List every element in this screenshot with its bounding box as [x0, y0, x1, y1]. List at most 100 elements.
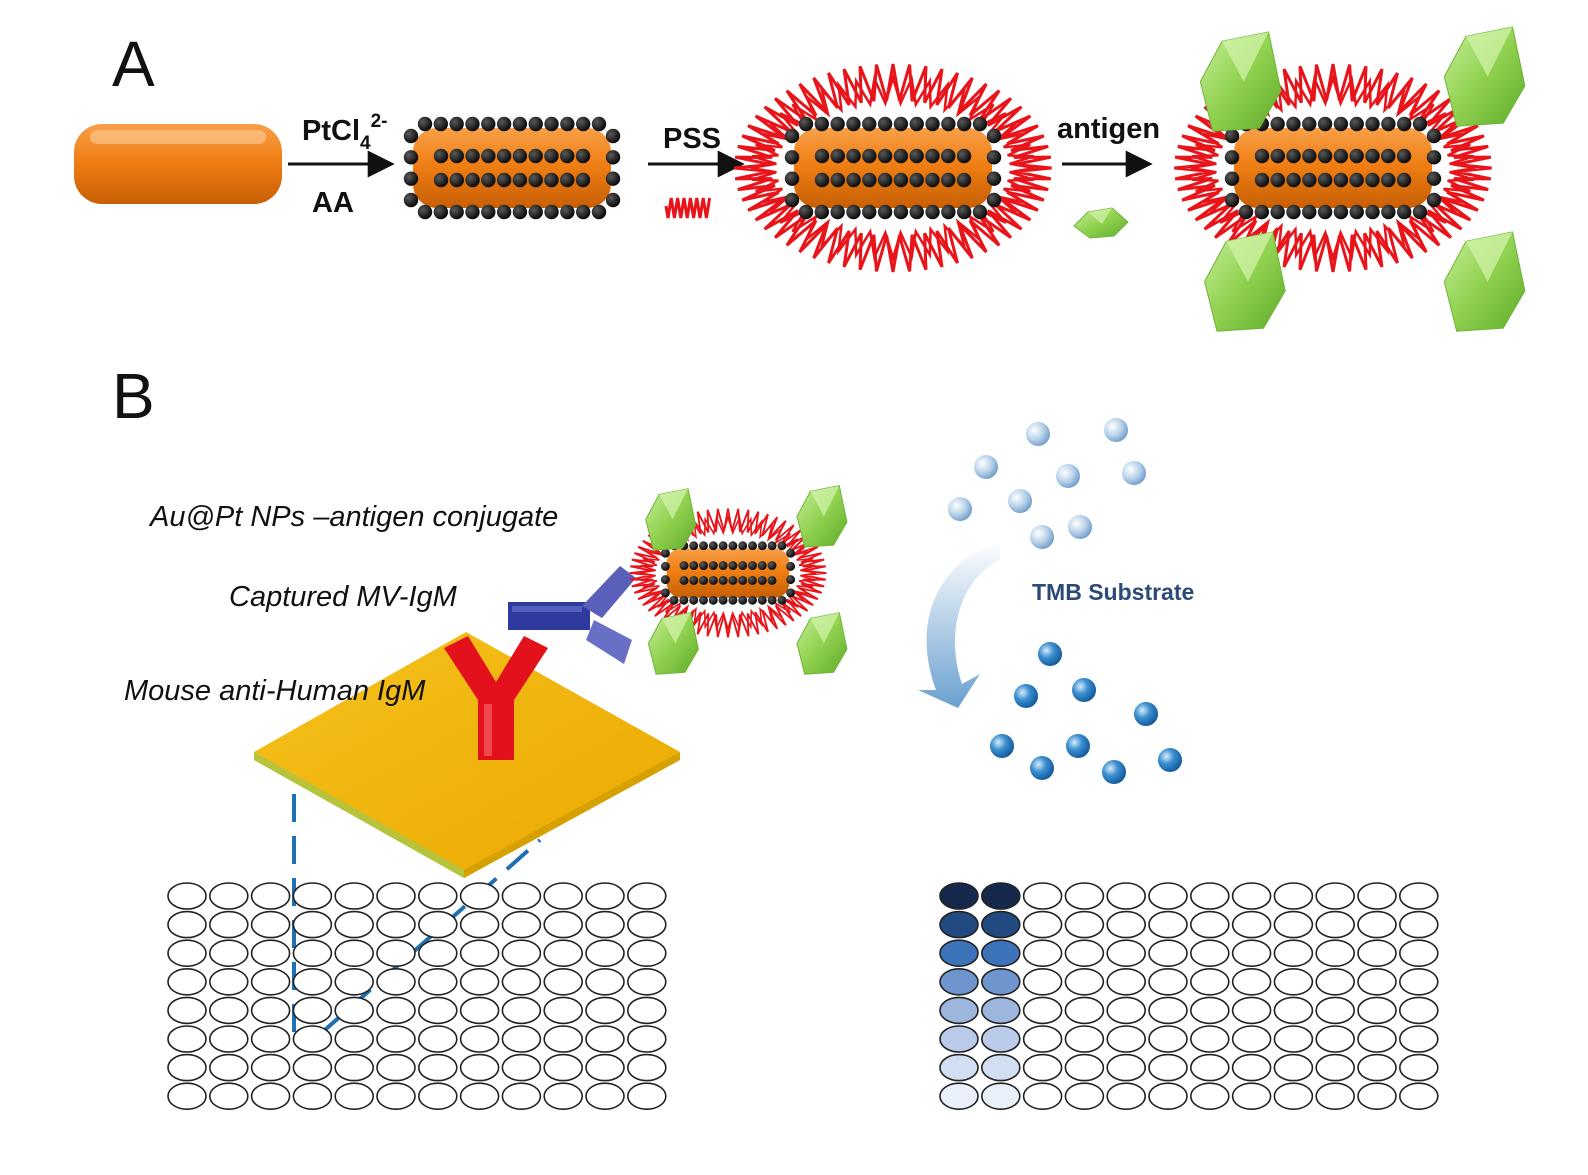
well	[1022, 939, 1063, 968]
well	[1190, 882, 1230, 910]
pt-particle	[544, 116, 559, 132]
pss-layer	[629, 508, 827, 638]
substrate-particle	[1026, 422, 1050, 446]
well	[501, 1025, 542, 1053]
pt-particle	[925, 148, 940, 164]
well	[1273, 939, 1314, 968]
well	[1148, 1025, 1188, 1053]
pt-particle	[846, 172, 861, 188]
pt-particle	[830, 172, 845, 188]
pt-particle	[1270, 204, 1285, 220]
well	[250, 1053, 291, 1082]
pt-particle	[757, 575, 767, 585]
well	[376, 882, 416, 910]
pt-particle	[1426, 192, 1442, 208]
well	[1357, 882, 1397, 910]
well	[459, 939, 500, 968]
pt-particle	[660, 575, 670, 585]
pt-particle	[956, 172, 972, 188]
well	[939, 1082, 979, 1110]
oxidized-particle	[1066, 734, 1090, 758]
well	[1399, 1025, 1439, 1053]
capture-antibody	[444, 636, 548, 760]
well	[1231, 910, 1272, 939]
pt-particle	[728, 541, 738, 551]
pt-particle	[1349, 148, 1364, 164]
pt-particle	[877, 148, 893, 164]
well	[626, 967, 667, 996]
pt-particle	[1396, 116, 1412, 132]
pt-particle	[660, 548, 670, 558]
pt-particle	[1426, 171, 1442, 186]
coated-surface	[254, 632, 680, 878]
pt-particle	[575, 204, 591, 220]
pt-particle	[1317, 148, 1333, 164]
pt-particle	[605, 192, 621, 208]
pt-particle	[893, 148, 909, 164]
pt-particle	[1254, 204, 1270, 220]
pt-particle	[925, 204, 940, 220]
pt-particle	[433, 116, 449, 132]
well	[167, 996, 207, 1025]
antigen-facet	[1222, 32, 1269, 82]
pss-coated-nanorod	[734, 63, 1052, 273]
well	[1148, 967, 1188, 996]
pt-particle	[1238, 204, 1254, 220]
pt-particle	[925, 172, 940, 188]
well	[1273, 967, 1314, 996]
well	[1148, 939, 1188, 968]
oxidized-particle	[1038, 642, 1062, 666]
pt-particle	[679, 595, 689, 605]
well	[543, 882, 584, 910]
gold-core	[413, 128, 611, 208]
well	[501, 1082, 542, 1110]
substrate-particle	[1122, 461, 1146, 485]
well	[1399, 1082, 1439, 1110]
well	[501, 882, 542, 910]
pt-particle	[689, 595, 699, 605]
pt-particle	[528, 172, 543, 188]
pt-particle	[544, 148, 559, 164]
well	[459, 1025, 500, 1053]
pt-particle	[941, 148, 956, 164]
well	[250, 967, 291, 996]
well	[1148, 882, 1188, 910]
well	[1273, 996, 1314, 1025]
pss-layer	[1174, 63, 1492, 273]
pt-particle	[481, 116, 496, 132]
pt-particle	[591, 204, 607, 220]
antigen-facet	[659, 488, 689, 520]
well	[334, 1025, 375, 1053]
pt-particle	[1302, 172, 1317, 188]
well	[334, 967, 375, 996]
well	[1357, 1025, 1397, 1053]
pt-particle	[679, 575, 689, 585]
pss-polymer	[664, 197, 712, 219]
pt-particle	[862, 116, 877, 132]
pt-particle	[877, 204, 893, 220]
well	[1231, 1025, 1272, 1053]
well	[1315, 996, 1355, 1025]
well	[417, 910, 458, 939]
pt-particle	[1286, 116, 1301, 132]
pt-particle	[941, 172, 956, 188]
pt-particle	[909, 172, 924, 188]
pt-particle	[757, 595, 767, 605]
pt-particle	[1381, 116, 1396, 132]
well	[1190, 939, 1230, 968]
pt-particle	[465, 172, 480, 188]
well	[417, 882, 458, 910]
substrate-particle	[974, 455, 998, 479]
aupt-nanorod	[403, 116, 621, 220]
pt-particle	[449, 204, 464, 220]
pt-particle	[738, 595, 748, 605]
well	[626, 1025, 667, 1053]
well	[376, 939, 416, 968]
well	[292, 939, 333, 968]
substrate-particle	[1030, 525, 1054, 549]
annotation-captured-igm: Captured MV-IgM	[229, 581, 458, 613]
well	[1022, 996, 1063, 1025]
pt-particle	[1254, 172, 1270, 188]
well	[417, 1025, 458, 1053]
oxidized-tmb-particles	[990, 642, 1182, 784]
